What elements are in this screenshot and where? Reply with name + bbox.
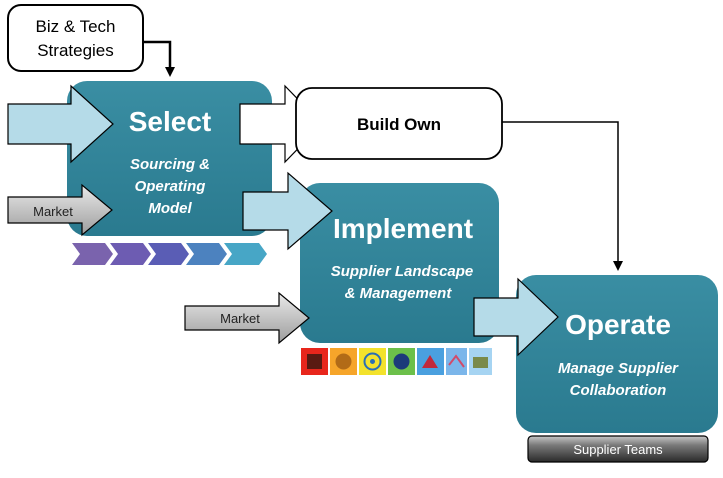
select-subtitle-line2: Operating <box>135 178 206 195</box>
input-arrow-select <box>7 84 114 164</box>
supplier-tile-3 <box>359 348 386 375</box>
implement-title: Implement <box>333 213 473 244</box>
build-own-label: Build Own <box>357 115 441 134</box>
supplier-tile-7 <box>469 348 492 375</box>
implement-subtitle-line2: & Management <box>345 285 453 302</box>
implement-stage: Implement Supplier Landscape & Managemen… <box>300 183 499 343</box>
market-bottom-label: Market <box>220 311 260 326</box>
operate-subtitle-line2: Collaboration <box>570 382 667 399</box>
select-chevron-process <box>72 243 267 265</box>
operate-subtitle-line1: Manage Supplier <box>558 360 679 377</box>
supplier-teams-bar: Supplier Teams <box>527 435 709 463</box>
supplier-tile-6 <box>446 348 467 375</box>
implement-supplier-tiles <box>301 348 492 375</box>
market-top-label: Market <box>33 204 73 219</box>
supplier-tile-2 <box>330 348 357 375</box>
select-subtitle-line1: Sourcing & <box>130 156 210 173</box>
connector-strategies-to-select <box>142 40 175 77</box>
select-stage: Select Sourcing & Operating Model <box>67 81 272 236</box>
biz-tech-strategies-box: Biz & Tech Strategies <box>7 4 144 72</box>
build-own-box: Build Own <box>295 87 503 160</box>
select-title: Select <box>129 106 212 137</box>
select-subtitle-line3: Model <box>148 200 192 217</box>
strategies-line1: Biz & Tech <box>35 17 115 36</box>
implement-subtitle-line1: Supplier Landscape <box>331 263 474 280</box>
supplier-tile-4 <box>388 348 415 375</box>
market-arrow-bottom: Market <box>184 291 310 345</box>
supplier-tile-1 <box>301 348 328 375</box>
supplier-tile-5 <box>417 348 444 375</box>
arrow-select-to-implement <box>242 171 333 251</box>
operate-stage: Operate Manage Supplier Collaboration <box>516 275 718 433</box>
connector-build-own-to-operate <box>500 121 623 271</box>
operate-title: Operate <box>565 309 671 340</box>
arrow-implement-to-operate <box>473 277 559 357</box>
market-arrow-top: Market <box>7 183 113 237</box>
supplier-teams-label: Supplier Teams <box>573 442 663 457</box>
strategies-line2: Strategies <box>37 41 114 60</box>
